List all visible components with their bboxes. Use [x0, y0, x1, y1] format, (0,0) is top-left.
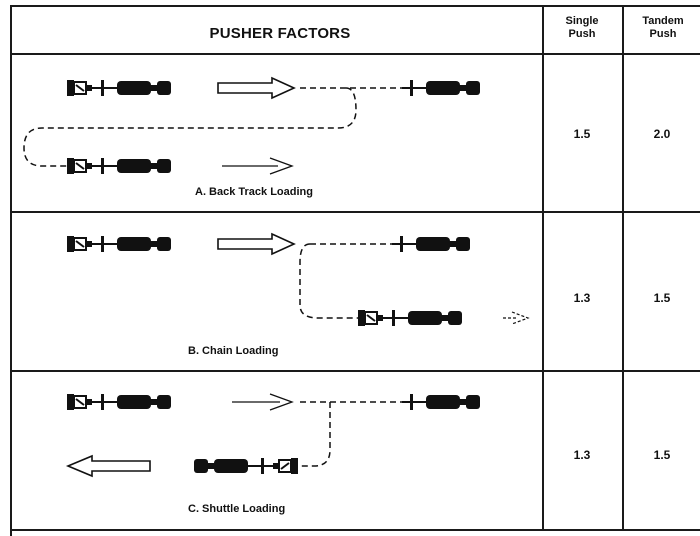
- tractor-icon: [391, 235, 471, 253]
- shuttle-loading-diagram: [65, 393, 481, 478]
- single-push-header: Single Push: [565, 15, 599, 40]
- outline-arrow-icon: [65, 454, 151, 478]
- row-c-caption: C. Shuttle Loading: [188, 503, 286, 515]
- back-track-loading-diagram: [23, 76, 481, 175]
- row-b-caption: B. Chain Loading: [188, 345, 279, 357]
- row-c-single-value: 1.3: [573, 448, 591, 462]
- row-divider-2: [10, 370, 700, 372]
- outline-arrow-icon: [217, 232, 296, 256]
- table-border-left: [10, 5, 12, 536]
- pusher-factors-table: PUSHER FACTORS Single Push Tandem Push 1…: [10, 5, 700, 536]
- row-divider-1: [10, 211, 700, 213]
- row-b-single-value: 1.3: [573, 291, 591, 305]
- tandem-push-header: Tandem Push: [642, 15, 684, 40]
- pusher-scraper-icon: [66, 157, 172, 175]
- pusher-scraper-icon: [66, 235, 172, 253]
- thin-arrow-icon: [222, 157, 294, 175]
- table-border-bottom: [10, 529, 700, 531]
- thin-arrow-icon: [232, 393, 294, 411]
- row-b-tandem-value: 1.5: [653, 291, 671, 305]
- chain-loading-diagram: [66, 232, 530, 327]
- pusher-scraper-icon: [357, 309, 463, 327]
- table-border-top: [10, 5, 700, 7]
- header-divider: [10, 53, 700, 55]
- pusher-scraper-icon: [66, 79, 172, 97]
- row-a-tandem-value: 2.0: [653, 127, 671, 141]
- column-divider-1: [542, 5, 544, 531]
- row-a-single-value: 1.5: [573, 127, 591, 141]
- tractor-icon: [401, 79, 481, 97]
- tractor-icon: [401, 393, 481, 411]
- table-title: PUSHER FACTORS: [209, 25, 351, 42]
- outline-arrow-icon: [217, 76, 296, 100]
- row-c-tandem-value: 1.5: [653, 448, 671, 462]
- pusher-scraper-icon: [193, 457, 299, 475]
- pusher-scraper-icon: [66, 393, 172, 411]
- row-a-caption: A. Back Track Loading: [195, 186, 313, 198]
- thin-arrow-icon: [503, 311, 530, 325]
- column-divider-2: [622, 5, 624, 531]
